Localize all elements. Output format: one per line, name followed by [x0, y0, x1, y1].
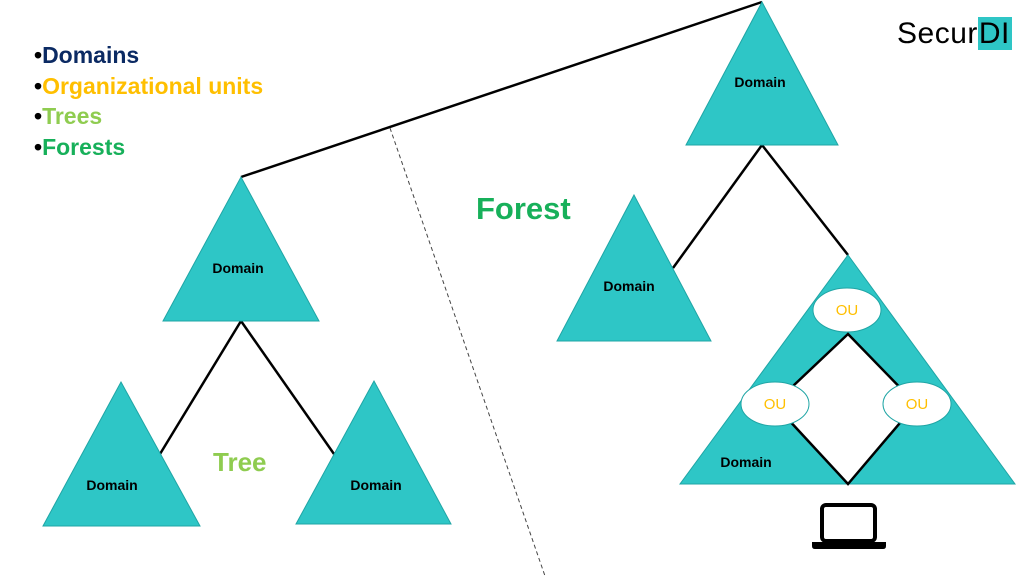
- bullet: •: [34, 42, 43, 68]
- legend-item-domains: •Domains: [34, 40, 263, 71]
- ou-label-right: OU: [906, 396, 929, 413]
- logo-text-di: DI: [977, 17, 1012, 50]
- bullet: •: [34, 133, 43, 160]
- tree-forest-divider: [389, 127, 546, 576]
- legend-item-forests: •Forests: [34, 132, 263, 163]
- forest-link-right: [761, 144, 849, 256]
- domain-triangle-tree-right: [295, 379, 452, 525]
- ou-ellipse-top: [812, 287, 882, 333]
- logo-text-secur: Secur: [897, 17, 978, 50]
- forest-link-left: [671, 144, 764, 269]
- bullet: •: [34, 72, 43, 99]
- tree-link-right: [239, 320, 336, 455]
- ou-label-left: OU: [764, 396, 787, 413]
- legend-text-forests: Forests: [42, 133, 126, 160]
- ou-ellipse-left: [740, 381, 810, 427]
- legend-text-organizational-units: Organizational units: [42, 72, 264, 99]
- domain-label-tree-root: Domain: [212, 260, 263, 276]
- domain-label-tree-right: Domain: [350, 477, 401, 493]
- domain-label-root: Domain: [734, 74, 785, 90]
- legend-text-trees: Trees: [42, 103, 103, 129]
- domain-label-ou-container: Domain: [720, 454, 771, 470]
- ou-ellipse-right: [882, 381, 952, 427]
- tree-label: Tree: [213, 447, 267, 477]
- legend-item-organizational-units: •Organizational units: [34, 71, 263, 102]
- tree-link-left: [158, 320, 243, 455]
- domain-triangle-tree-root: [162, 175, 320, 322]
- forest-root-link: [240, 0, 763, 179]
- domain-triangle-root: [685, 0, 839, 146]
- bullet: •: [34, 103, 43, 129]
- legend-item-trees: •Trees: [34, 101, 263, 132]
- domain-triangle-forest-left: [556, 193, 712, 342]
- ou-diamond: [772, 332, 918, 486]
- securdi-logo: SecurDI: [897, 17, 1012, 51]
- legend-text-domains: Domains: [42, 42, 140, 68]
- legend-list: •Domains •Organizational units •Trees •F…: [34, 40, 263, 162]
- ou-label-top: OU: [836, 302, 859, 319]
- laptop-icon: [812, 503, 886, 549]
- domain-label-forest-left: Domain: [603, 278, 654, 294]
- domain-triangle-tree-left: [42, 380, 201, 527]
- domain-label-tree-left: Domain: [86, 477, 137, 493]
- forest-label: Forest: [476, 191, 571, 226]
